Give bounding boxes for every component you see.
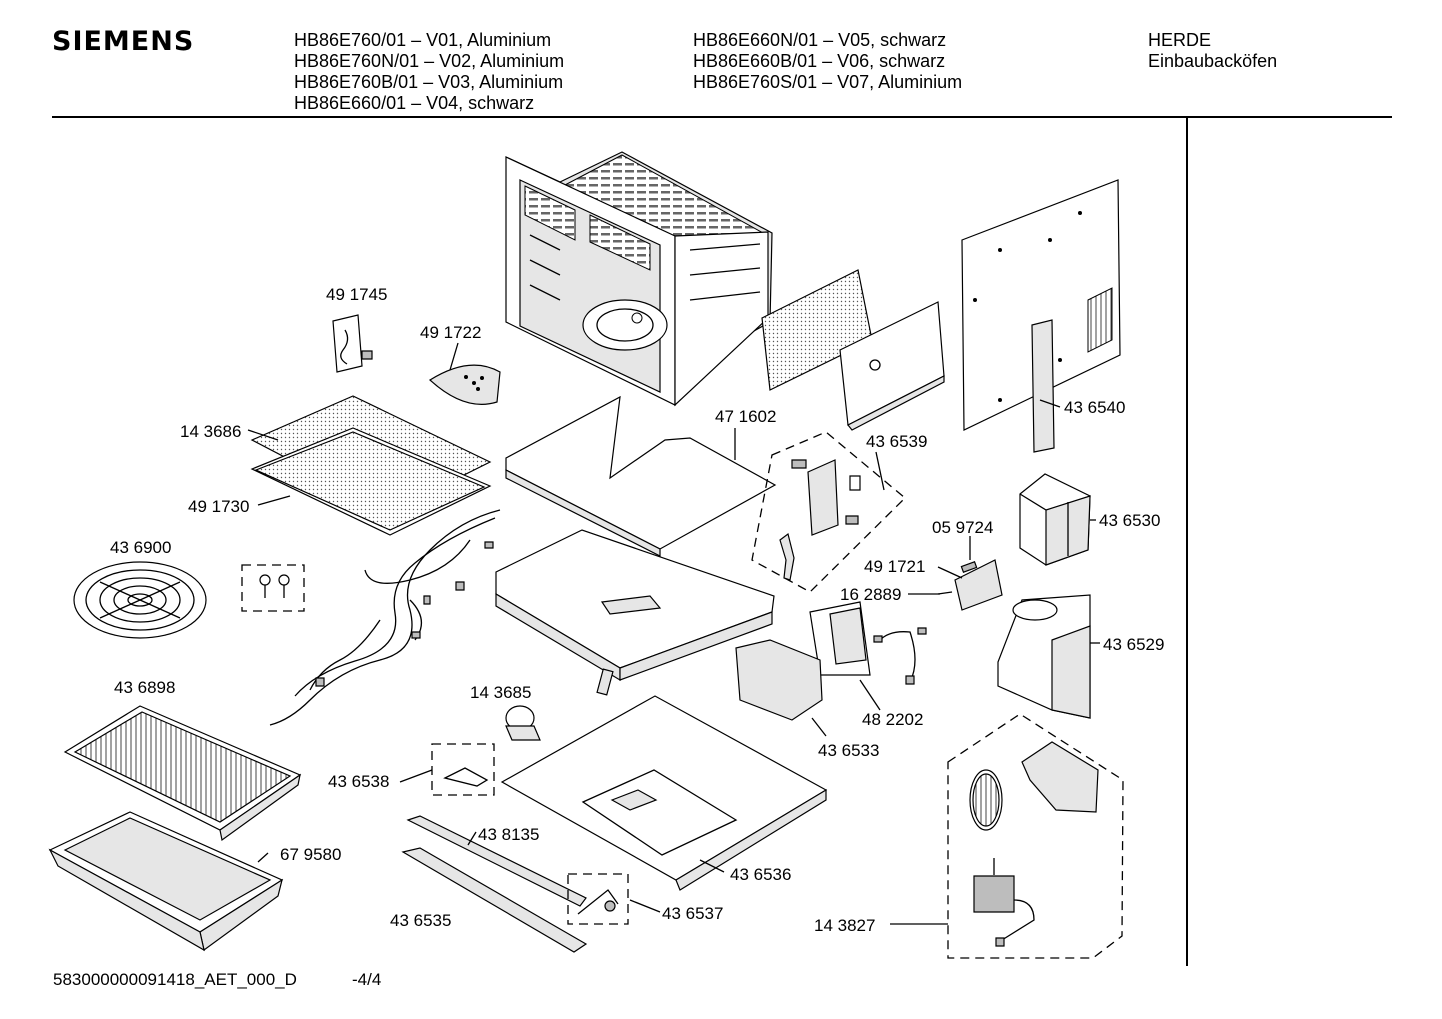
part-label-436539: 43 6539: [866, 432, 928, 451]
part-label-482202: 48 2202: [862, 710, 924, 729]
hinge-bracket-box: [432, 744, 494, 795]
category-title: HERDE: [1148, 30, 1212, 50]
wire-rack: [65, 706, 300, 840]
oven-bottom-plate: [502, 696, 826, 890]
light-glass-cover: [333, 315, 372, 372]
document-number: 583000000091418_AET_000_D: [53, 970, 297, 989]
sensor-pin: [938, 592, 952, 594]
category-subtitle: Einbaubacköfen: [1148, 51, 1278, 71]
part-label-491730: 49 1730: [188, 497, 250, 516]
part-label-438135: 43 8135: [478, 825, 540, 844]
side-rail: [1032, 320, 1054, 452]
lamp-housing: [430, 365, 500, 404]
model-line: HB86E660/01 – V04, schwarz: [294, 93, 535, 113]
door-lock-motor: [506, 706, 540, 740]
hinge-bracket: [445, 768, 487, 786]
category-block: HERDE Einbaubacköfen: [1148, 30, 1277, 72]
part-label-436536: 43 6536: [730, 865, 792, 884]
part-label-436900: 43 6900: [110, 538, 172, 557]
board-cover: [736, 640, 822, 720]
page-indicator: -4/4: [352, 970, 382, 989]
model-line: HB86E760B/01 – V03, Aluminium: [294, 72, 564, 92]
oven-muffle-housing: [506, 152, 772, 405]
part-label-436898: 43 6898: [114, 678, 176, 697]
leader-lines: [248, 343, 1100, 924]
model-line: HB86E760N/01 – V02, Aluminium: [294, 51, 565, 71]
part-label-143827: 14 3827: [814, 916, 876, 935]
part-label-143686: 14 3686: [180, 422, 242, 441]
part-label-143685: 14 3685: [470, 683, 532, 702]
fan-hood: [1020, 474, 1090, 565]
model-list-right: HB86E660N/01 – V05, schwarz HB86E660B/01…: [693, 30, 962, 93]
electronic-board: [810, 602, 926, 684]
back-plate: [840, 302, 944, 430]
thermal-fuse: [961, 562, 976, 572]
part-label-436529: 43 6529: [1103, 635, 1165, 654]
siemens-logo: SIEMENS: [52, 26, 195, 57]
lower-rail: [403, 848, 586, 952]
upper-rail: [408, 816, 586, 906]
fan-motor-group-box: [948, 714, 1123, 958]
model-list-left: HB86E760/01 – V01, Aluminium HB86E760N/0…: [294, 30, 564, 114]
clip-box: [568, 874, 628, 924]
fan-motor-parts: [970, 742, 1098, 946]
model-line: HB86E660N/01 – V05, schwarz: [693, 30, 947, 50]
model-line: HB86E760S/01 – V07, Aluminium: [693, 72, 963, 92]
part-label-491722: 49 1722: [420, 323, 482, 342]
screw-set-box: [242, 565, 304, 611]
part-label-059724: 05 9724: [932, 518, 994, 537]
part-label-436533: 43 6533: [818, 741, 880, 760]
part-label-162889: 16 2889: [840, 585, 902, 604]
part-label-436535: 43 6535: [390, 911, 452, 930]
screws: [260, 575, 289, 598]
clip: [578, 890, 618, 914]
spacer-block: [597, 669, 613, 695]
switch-group-box: [752, 432, 905, 592]
part-label-491721: 49 1721: [864, 557, 926, 576]
part-label-679580: 67 9580: [280, 845, 342, 864]
model-line: HB86E760/01 – V01, Aluminium: [294, 30, 552, 50]
wiring-harness: [270, 510, 500, 725]
part-label-471602: 47 1602: [715, 407, 777, 426]
part-label-436540: 43 6540: [1064, 398, 1126, 417]
fan-guard: [74, 562, 206, 638]
switch-components: [780, 460, 860, 580]
fan-housing: [998, 595, 1090, 718]
model-line: HB86E660B/01 – V06, schwarz: [693, 51, 946, 71]
part-label-491745: 49 1745: [326, 285, 388, 304]
base-plate: [496, 530, 774, 680]
baking-tray: [50, 812, 282, 950]
part-label-436538: 43 6538: [328, 772, 390, 791]
part-label-436537: 43 6537: [662, 904, 724, 923]
rear-panel: [962, 180, 1120, 430]
control-module: [955, 560, 1002, 610]
part-label-436530: 43 6530: [1099, 511, 1161, 530]
